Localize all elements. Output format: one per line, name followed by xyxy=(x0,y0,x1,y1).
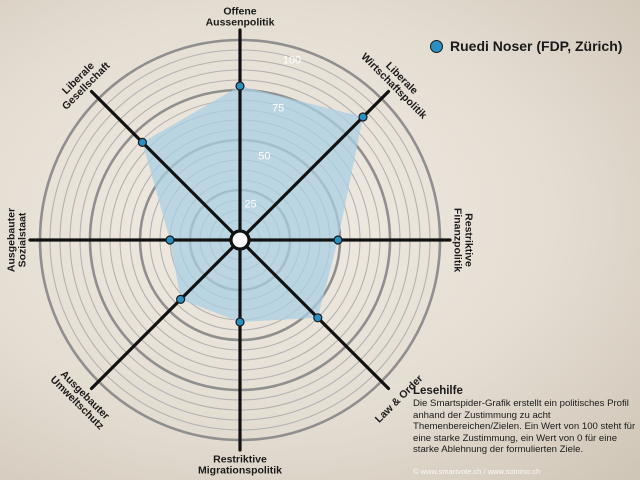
axis-label: Sozialstaat xyxy=(17,212,29,267)
axis-label: Migrationspolitik xyxy=(198,465,282,477)
data-point xyxy=(313,313,323,323)
data-point xyxy=(333,235,343,245)
radial-tick-labels: 25 50 75 100 xyxy=(244,54,301,210)
reading-guide: Lesehilfe Die Smartspider-Grafik erstell… xyxy=(413,385,639,456)
data-point xyxy=(235,81,245,91)
copyright-notice: © www.smartvote.ch / www.sotomo.ch xyxy=(413,467,541,476)
data-point xyxy=(358,112,368,122)
radial-tick-label: 100 xyxy=(283,54,301,66)
axis-spoke xyxy=(238,238,391,391)
center-hub xyxy=(229,229,251,251)
radial-tick-label: 50 xyxy=(258,150,270,162)
legend-label: Ruedi Noser (FDP, Zürich) xyxy=(450,38,623,54)
reading-guide-title: Lesehilfe xyxy=(413,385,463,397)
data-point xyxy=(176,294,186,304)
data-point xyxy=(137,137,147,147)
axis-label: Restriktive xyxy=(463,213,475,267)
axis-label: Finanzpolitik xyxy=(452,208,464,272)
axis-label: Offene xyxy=(223,6,256,18)
axis-label: Restriktive xyxy=(213,454,267,466)
axis-label: Aussenpolitik xyxy=(206,17,275,29)
radial-tick-label: 75 xyxy=(272,102,284,114)
axis-label: Ausgebauter xyxy=(6,208,18,272)
radial-tick-label: 25 xyxy=(244,199,256,211)
axis-spoke xyxy=(89,89,242,242)
reading-guide-text: Die Smartspider-Grafik erstellt ein poli… xyxy=(413,398,636,455)
axis-spoke xyxy=(89,238,242,391)
series-area xyxy=(142,86,363,322)
data-point xyxy=(235,317,245,327)
data-point xyxy=(165,235,175,245)
chart-legend: Ruedi Noser (FDP, Zürich) xyxy=(430,38,622,54)
legend-marker-icon xyxy=(430,39,443,53)
axis-labels: OffeneAussenpolitikLiberaleWirtschaftspo… xyxy=(6,6,475,477)
series-points xyxy=(137,81,368,327)
